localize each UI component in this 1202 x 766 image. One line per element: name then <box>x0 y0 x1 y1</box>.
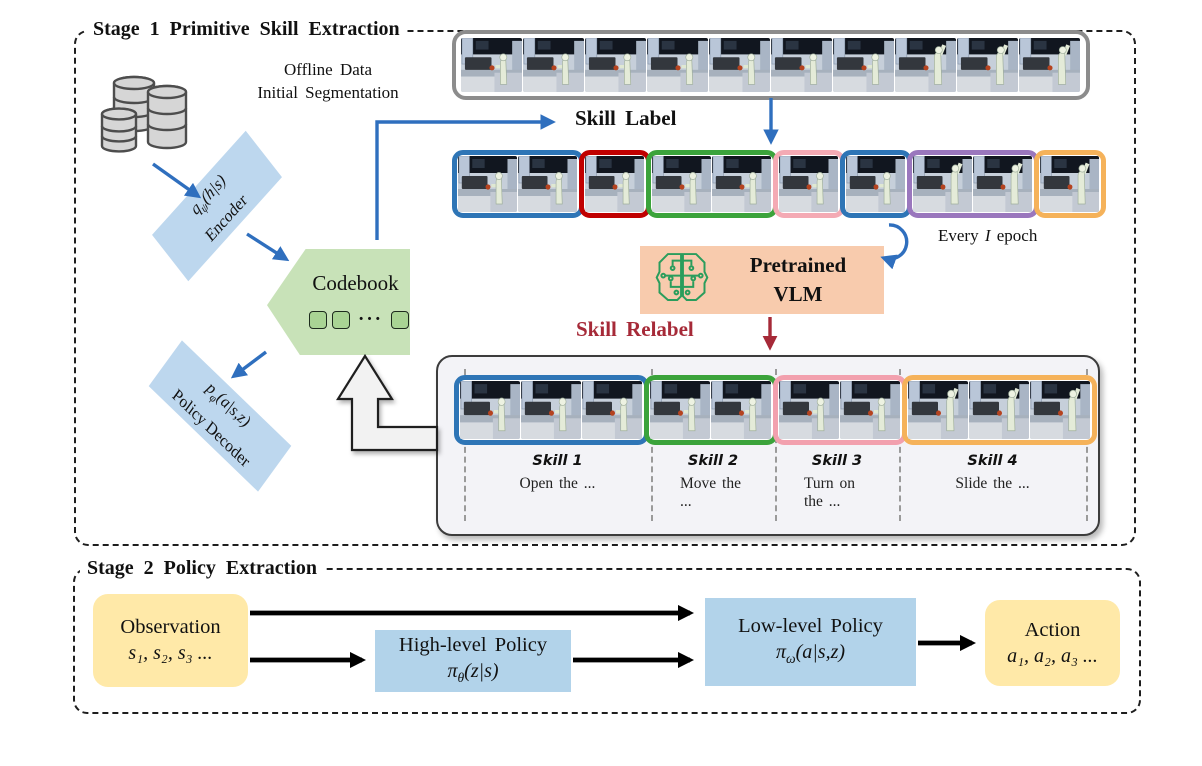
high-level-policy-math: πθ(z|s) <box>447 659 499 685</box>
skill-separator <box>899 369 901 521</box>
skill-relabel-caption: Skill Relabel <box>576 317 694 341</box>
codebook-entry-icon <box>391 311 410 329</box>
offline-data-line2: Initial Segmentation <box>257 83 399 102</box>
trajectory-frame <box>712 156 771 212</box>
skill-segment <box>907 150 1039 218</box>
trajectory-frame <box>518 156 577 212</box>
skill-2-name: Skill 2 <box>687 453 739 469</box>
skill-label-caption: Skill Label <box>575 106 677 130</box>
offline-dataset-database-icon <box>98 70 192 159</box>
skill-3-name: Skill 3 <box>811 453 863 469</box>
trajectory-frame <box>521 381 581 439</box>
trajectory-frame <box>969 381 1029 439</box>
trajectory-frame <box>771 38 832 92</box>
observation-sequence: s₁, s₂, s₃ ... <box>128 642 213 664</box>
skill-annotations: Skill 1 Open the ... Skill 2 Move the ..… <box>464 453 1086 511</box>
low-level-policy-block: Low-level Policy πω(a|s,z) <box>705 598 916 686</box>
skill-segment <box>773 150 845 218</box>
trajectory-frame <box>523 38 584 92</box>
skill-segment <box>840 150 912 218</box>
trajectory-frame <box>1030 381 1090 439</box>
trajectory-frame <box>460 381 520 439</box>
vlm-caption: Pretrained VLM <box>749 253 847 306</box>
trajectory-strip-initial-segments <box>452 150 1106 218</box>
action-block: Action a₁, a₂, a₃ ... <box>985 600 1120 686</box>
trajectory-frame <box>711 381 771 439</box>
codebook-entry-icon <box>332 311 350 329</box>
every-epoch-caption: Every I epoch <box>938 226 1038 245</box>
observation-title: Observation <box>120 616 221 638</box>
brain-circuit-icon <box>652 249 712 311</box>
skill-1-name: Skill 1 <box>532 453 583 469</box>
trajectory-frame <box>973 156 1032 212</box>
skill-4-column: Skill 4 Slide the ... <box>899 453 1086 511</box>
observation-block: Observation s₁, s₂, s₃ ... <box>93 594 248 687</box>
skill-separator <box>775 369 777 521</box>
skill-4-description: Slide the ... <box>955 475 1030 492</box>
trajectory-frame <box>1019 38 1080 92</box>
skill-1-column: Skill 1 Open the ... <box>464 453 651 511</box>
stage2-title: Stage 2 Policy Extraction <box>80 557 324 580</box>
codebook-label: Codebook <box>312 271 399 295</box>
relabeled-skill-panel: Skill 1 Open the ... Skill 2 Move the ..… <box>436 355 1100 536</box>
stage2-dashed-box <box>73 568 1141 714</box>
trajectory-frame <box>846 156 905 212</box>
stage1-title: Stage 1 Primitive Skill Extraction <box>86 18 407 41</box>
offline-data-line1: Offline Data <box>283 60 373 79</box>
trajectory-frame <box>957 38 1018 92</box>
low-level-policy-math: πω(a|s,z) <box>775 640 846 666</box>
skill-separator <box>464 369 466 521</box>
offline-data-caption: Offline Data Initial Segmentation <box>238 58 418 104</box>
skill-separator <box>651 369 653 521</box>
trajectory-frame <box>585 38 646 92</box>
skill-2-column: Skill 2 Move the ... <box>651 453 775 511</box>
trajectory-strip-unsegmented <box>452 30 1090 100</box>
trajectory-frame <box>779 156 838 212</box>
skill-segment <box>773 375 907 445</box>
codebook-ellipsis: ··· <box>358 309 384 330</box>
codebook-entry-icon <box>309 311 327 329</box>
trajectory-frame <box>908 381 968 439</box>
skill-segment <box>452 150 584 218</box>
trajectory-frame <box>582 381 642 439</box>
trajectory-strip-relabeled-segments <box>454 375 1097 445</box>
skill-segment <box>646 150 778 218</box>
codebook-entries: ··· <box>309 309 410 331</box>
trajectory-frame <box>895 38 956 92</box>
skill-3-description: Turn on the ... <box>804 475 855 510</box>
trajectory-frame <box>779 381 839 439</box>
skill-separator <box>1086 369 1088 521</box>
high-level-policy-block: High-level Policy πθ(z|s) <box>375 630 571 692</box>
trajectory-frame <box>585 156 644 212</box>
action-title: Action <box>1024 618 1081 641</box>
skill-3-column: Skill 3 Turn on the ... <box>775 453 899 511</box>
trajectory-frame <box>458 156 517 212</box>
trajectory-frame <box>1040 156 1099 212</box>
trajectory-frame <box>650 381 710 439</box>
trajectory-frame <box>709 38 770 92</box>
skill-1-description: Open the ... <box>519 475 596 492</box>
action-sequence: a₁, a₂, a₃ ... <box>1007 644 1098 667</box>
skill-2-description: Move the ... <box>680 475 741 510</box>
skill-segment <box>644 375 778 445</box>
trajectory-frame <box>461 38 522 92</box>
low-level-policy-title: Low-level Policy <box>738 614 883 637</box>
skill-segment <box>579 150 651 218</box>
skill-segment <box>454 375 649 445</box>
trajectory-frame <box>647 38 708 92</box>
skill-4-name: Skill 4 <box>967 453 1018 469</box>
codebook-block: Codebook ··· <box>267 249 410 355</box>
skill-segment <box>1034 150 1106 218</box>
trajectory-frame <box>833 38 894 92</box>
trajectory-frame <box>913 156 972 212</box>
high-level-policy-title: High-level Policy <box>398 633 548 656</box>
trajectory-frame <box>840 381 900 439</box>
skill-segment <box>902 375 1097 445</box>
trajectory-frame <box>652 156 711 212</box>
pretrained-vlm-block: Pretrained VLM <box>640 246 884 314</box>
